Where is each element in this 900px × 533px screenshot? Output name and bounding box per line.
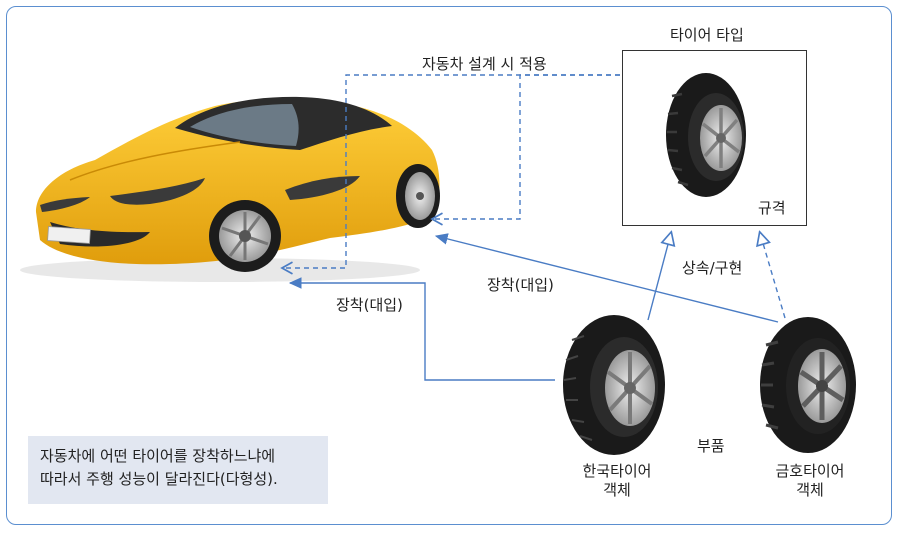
mount-label-upper: 장착(대입): [487, 276, 554, 294]
implement-arrow-kumho: [760, 233, 786, 319]
note-line-1: 자동차에 어떤 타이어를 장착하느냐에: [40, 447, 276, 465]
kumho-name: 금호타이어: [775, 462, 845, 480]
generic-tire-image: [666, 73, 746, 197]
mount-arrow-kumho: [434, 233, 779, 323]
kumho-tire-image: [760, 317, 856, 453]
hankook-label: 한국타이어 객체: [577, 462, 657, 500]
design-apply-arrow: [280, 74, 620, 275]
part-label: 부품: [697, 437, 725, 455]
note-line-2: 따라서 주행 성능이 달라진다(다형성).: [40, 470, 278, 489]
kumho-label: 금호타이어 객체: [770, 462, 850, 500]
hankook-object: 객체: [603, 480, 631, 499]
mount-arrow-hankook: [288, 277, 555, 381]
inherit-implement-label: 상속/구현: [682, 259, 743, 277]
mount-label-lower: 장착(대입): [336, 296, 403, 314]
spec-label: 규격: [758, 199, 786, 217]
tire-type-title: 타이어 타입: [670, 26, 744, 44]
kumho-object: 객체: [796, 480, 824, 499]
sports-car-image: [20, 96, 440, 282]
hankook-tire-image: [563, 315, 665, 455]
polymorphism-note: 자동차에 어떤 타이어를 장착하느냐에 따라서 주행 성능이 달라진다(다형성)…: [28, 436, 328, 504]
design-apply-label: 자동차 설계 시 적용: [422, 55, 547, 73]
diagram-frame: [6, 6, 892, 525]
inherit-arrow-hankook: [647, 233, 671, 321]
hankook-name: 한국타이어: [582, 462, 652, 480]
